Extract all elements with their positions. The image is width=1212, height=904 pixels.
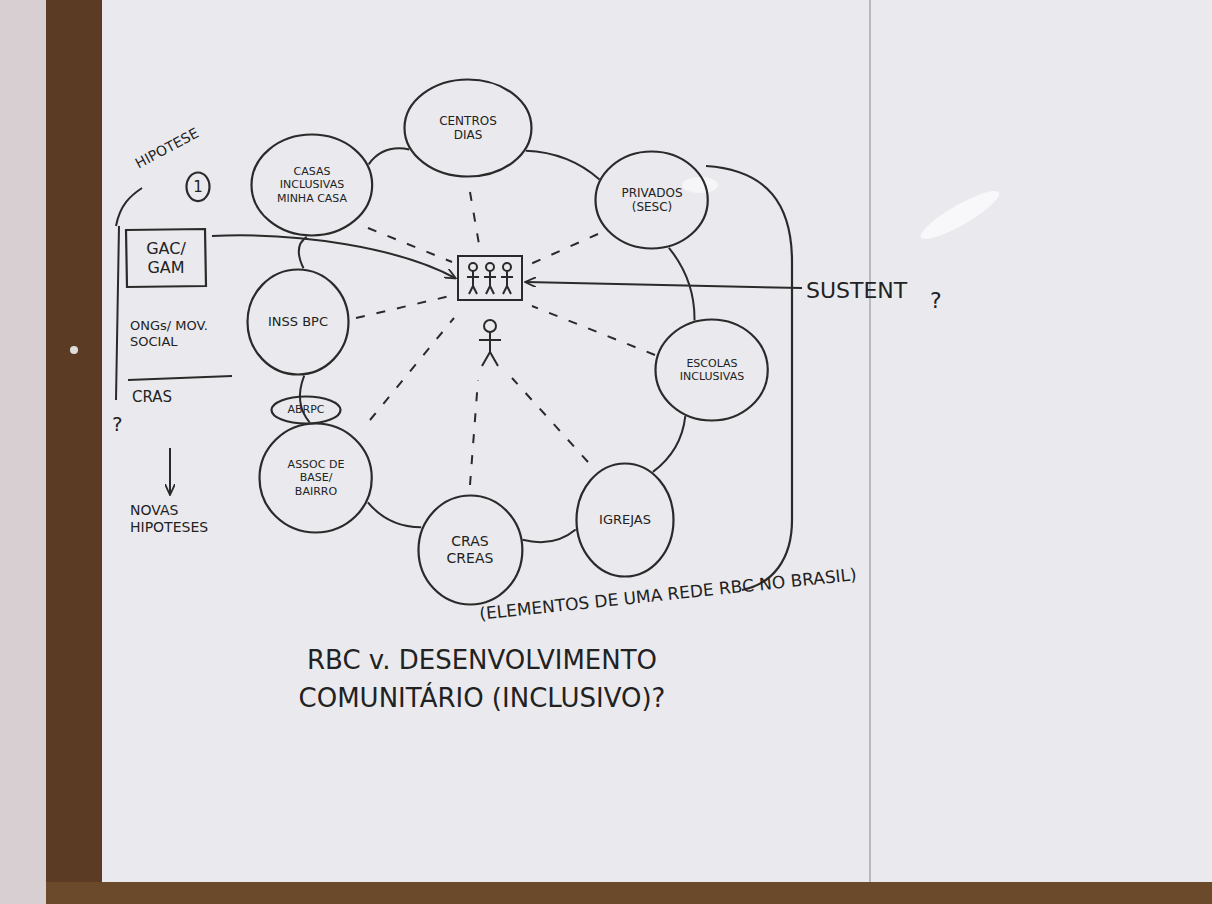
figure-head <box>503 263 511 271</box>
node-label: ESCOLAS INCLUSIVAS <box>674 357 751 383</box>
node-text: ABRPC <box>287 403 324 416</box>
outline <box>404 80 531 177</box>
outline <box>187 173 210 202</box>
note-label: NOVAS HIPOTESES <box>130 502 240 536</box>
node-label: 1 <box>193 178 203 196</box>
frame-screw <box>70 346 78 354</box>
node-text: 1 <box>193 178 203 196</box>
node-label: ASSOC DE BASE/ BAIRRO <box>278 458 355 498</box>
arrow-line <box>169 448 171 494</box>
hypothesis-link <box>116 188 142 226</box>
ring-connector <box>523 530 576 543</box>
question-mark: ? <box>112 412 132 436</box>
figure-head <box>486 263 494 271</box>
ring-connector <box>368 502 421 527</box>
node-text: CASAS INCLUSIVAS MINHA CASA <box>271 165 354 205</box>
service-circle: PRIVADOS (SESC) <box>594 150 709 250</box>
arrow-line <box>212 235 455 278</box>
callout-circle: 1 <box>185 171 211 203</box>
glare <box>916 184 1004 246</box>
board-frame <box>46 882 1212 904</box>
service-circle: ESCOLAS INCLUSIVAS <box>654 318 769 422</box>
board-title: RBC v. DESENVOLVIMENTO COMUNITÁRIO (INCL… <box>262 642 702 717</box>
underline <box>128 376 232 380</box>
node-label: CRAS CREAS <box>434 533 505 567</box>
group-label: ONGs/ MOV. SOCIAL <box>130 318 234 349</box>
family-box <box>458 256 522 300</box>
question-mark: ? <box>930 288 954 314</box>
spoke <box>532 306 655 355</box>
wall <box>0 0 46 904</box>
figure-body <box>467 271 479 294</box>
outline <box>260 424 372 533</box>
sustainability-label: SUSTENT <box>806 278 936 304</box>
figure-head <box>469 263 477 271</box>
outline <box>126 229 206 287</box>
node-label: GAC/ GAM <box>132 239 200 277</box>
spoke <box>368 228 452 262</box>
acronym-oval: ABRPC <box>270 395 342 425</box>
service-circle: CRAS CREAS <box>417 494 524 606</box>
node-label: PRIVADOS (SESC) <box>614 186 691 215</box>
outline <box>248 270 349 375</box>
hypothesis-label: HIPOTESE <box>114 115 219 181</box>
hypothesis-box: GAC/ GAM <box>124 227 208 289</box>
outline <box>418 496 522 605</box>
spoke-lines <box>356 192 655 485</box>
node-text: PRIVADOS (SESC) <box>614 186 691 215</box>
service-circle: INSS BPC <box>246 268 350 376</box>
outline <box>252 135 373 236</box>
arrow-line <box>526 282 802 288</box>
outline <box>272 397 341 424</box>
node-text: ESCOLAS INCLUSIVAS <box>674 357 751 383</box>
node-text: GAC/ GAM <box>132 239 200 277</box>
service-circle: CENTROS DIAS <box>403 78 533 178</box>
service-circle: IGREJAS <box>575 462 675 578</box>
node-text: IGREJAS <box>599 512 651 528</box>
service-circle: ASSOC DE BASE/ BAIRRO <box>258 422 373 534</box>
outline <box>577 464 674 577</box>
node-text: CENTROS DIAS <box>424 114 511 143</box>
ring-connector <box>653 416 685 472</box>
figure-body <box>484 271 496 294</box>
group-label: CRAS <box>132 388 212 406</box>
node-label: IGREJAS <box>599 512 651 528</box>
outline <box>596 152 708 249</box>
spoke <box>356 296 450 318</box>
node-label: CENTROS DIAS <box>424 114 511 143</box>
outline <box>656 320 768 421</box>
node-label: CASAS INCLUSIVAS MINHA CASA <box>271 165 354 205</box>
spoke <box>470 192 480 250</box>
board-frame <box>46 0 102 904</box>
left-bracket <box>116 226 119 400</box>
ring-connector <box>526 151 600 180</box>
spoke <box>370 318 454 420</box>
node-label: ABRPC <box>287 403 324 416</box>
spoke <box>526 234 598 266</box>
spoke <box>512 378 588 462</box>
figure-body <box>501 271 513 294</box>
glare <box>682 177 718 193</box>
caption-note: (ELEMENTOS DE UMA REDE RBC NO BRASIL) <box>468 563 868 625</box>
service-circle: CASAS INCLUSIVAS MINHA CASA <box>250 133 374 237</box>
node-text: ASSOC DE BASE/ BAIRRO <box>278 458 355 498</box>
person-body <box>479 332 501 366</box>
node-text: INSS BPC <box>268 314 328 330</box>
board-surface <box>102 0 1212 882</box>
ring-connector <box>669 248 695 321</box>
center-family <box>458 256 522 366</box>
node-label: INSS BPC <box>268 314 328 330</box>
board-seam <box>869 0 871 882</box>
person-head <box>484 320 496 332</box>
node-text: CRAS CREAS <box>434 533 505 567</box>
spoke <box>470 380 478 485</box>
ring-connector <box>369 148 410 164</box>
ring-connector <box>299 237 307 268</box>
